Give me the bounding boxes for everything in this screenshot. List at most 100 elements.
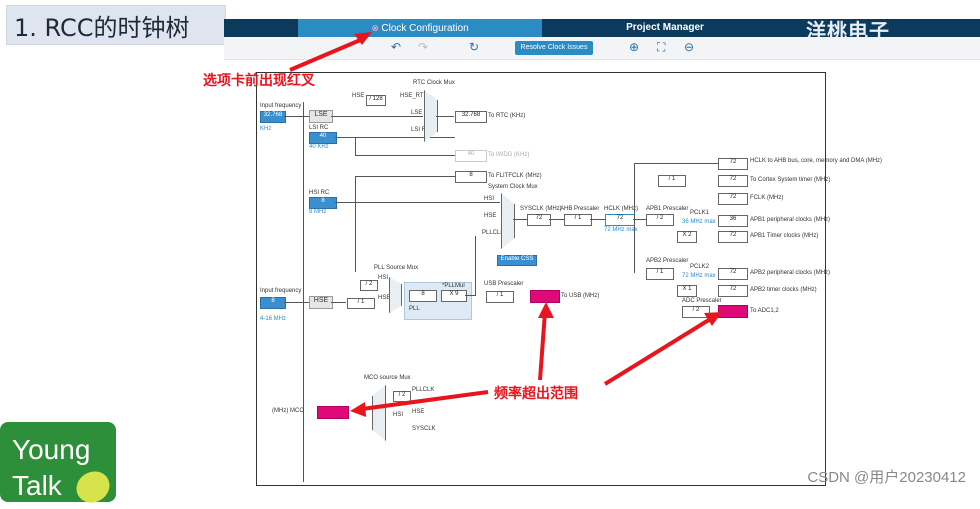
- ahb-prescaler-select[interactable]: / 1: [564, 214, 592, 226]
- logo-line2: Talk: [12, 470, 62, 501]
- pll-hse-label: HSE: [378, 295, 391, 301]
- apb2-prescaler-select[interactable]: / 1: [646, 268, 674, 280]
- zoom-in-icon[interactable]: ⊕: [629, 40, 640, 54]
- enable-css-button[interactable]: Enable CSS: [497, 255, 537, 266]
- tab-project-manager[interactable]: Project Manager: [626, 22, 704, 33]
- usb-arrow-head: [538, 302, 554, 318]
- slide-title-box: [6, 5, 226, 45]
- apb2-prescaler-label: APB2 Prescaler: [646, 258, 689, 264]
- lse-input-field[interactable]: 32.768: [260, 111, 286, 123]
- sysclk-value: 72: [527, 214, 551, 226]
- hclk-max-label: 72 MHz max: [604, 227, 638, 233]
- pclk1-max-label: 36 MHz max: [682, 219, 716, 225]
- lsi-rc-label: LSI RC: [309, 125, 329, 131]
- wire: [465, 295, 475, 296]
- wire: [590, 219, 605, 220]
- pll-label: PLL: [409, 306, 420, 312]
- pllmul-select[interactable]: X 9: [441, 290, 467, 302]
- leaf-icon: [70, 465, 116, 509]
- wire: [335, 137, 455, 138]
- hse-input-freq-label: Input frequency: [260, 288, 302, 294]
- wire: [475, 236, 476, 296]
- redo-icon[interactable]: ↷: [418, 40, 429, 54]
- wire: [284, 302, 309, 303]
- refresh-icon[interactable]: ↻: [469, 40, 480, 54]
- adc-prescaler-label: ADC Prescaler: [682, 298, 722, 304]
- mco-output-error: [317, 406, 349, 419]
- apb1-timer-output: 72: [718, 231, 748, 243]
- hclk-label: HCLK (MHz): [604, 206, 638, 212]
- wire: [355, 176, 455, 177]
- wire: [355, 137, 356, 155]
- apb2-peripheral-output: 72: [718, 268, 748, 280]
- hse-rtc-label: HSE_RTC: [400, 93, 428, 99]
- ahb-prescaler-label: AHB Prescaler: [560, 206, 600, 212]
- tab-clock-configuration[interactable]: ⊗ Clock Configuration: [298, 19, 542, 37]
- sys-mux-label: System Clock Mux: [488, 184, 538, 190]
- undo-icon[interactable]: ↶: [391, 40, 402, 54]
- usb-prescaler-select[interactable]: / 1: [486, 291, 514, 303]
- hse-prediv-select[interactable]: / 1: [347, 298, 375, 309]
- mco-hsi-label: HSI: [393, 412, 404, 418]
- pll-input-value: 8: [409, 290, 437, 302]
- tab-clock-label: Clock Configuration: [381, 23, 469, 34]
- hsi-rc-label: HSI RC: [309, 190, 330, 196]
- apb1-peripheral-output: 36: [718, 215, 748, 227]
- mco-hse-label: HSE: [412, 409, 425, 415]
- csdn-watermark: CSDN @用户20230412: [807, 469, 966, 486]
- hclk-value[interactable]: 72: [605, 214, 635, 226]
- toolbar: [224, 37, 980, 60]
- apb2-timer-label: APB2 timer clocks (MHz): [750, 287, 817, 293]
- usb-output-error: [530, 290, 560, 303]
- tab-arrow: [289, 36, 366, 72]
- sys-pllclk-label: PLLCLK: [482, 230, 505, 236]
- mco-pll-div: / 2: [393, 391, 411, 402]
- hsi-div2: / 2: [360, 280, 378, 291]
- rtc-mux-label: RTC Clock Mux: [413, 80, 455, 86]
- pll-src-label: PLL Source Mux: [374, 265, 419, 271]
- flitf-value: 8: [455, 171, 487, 183]
- hse-input-field[interactable]: 8: [260, 297, 286, 309]
- adc-prescaler-select[interactable]: / 2: [682, 306, 710, 318]
- pclk1-label: PCLK1: [690, 210, 710, 216]
- fclk-label: FCLK (MHz): [750, 195, 784, 201]
- mco-pllclk-label: PLLCLK: [412, 387, 435, 393]
- mco-src-label: MCO source Mux: [364, 375, 411, 381]
- wire: [355, 155, 455, 156]
- apb1-prescaler-select[interactable]: / 2: [646, 214, 674, 226]
- fclk-output: 72: [718, 193, 748, 205]
- rtc-lse-label: LSE: [411, 110, 423, 116]
- pllmul-label: *PLLMul: [442, 283, 465, 289]
- rtc-output-value: 32.768: [455, 111, 487, 123]
- apb1-prescaler-label: APB1 Prescaler: [646, 206, 689, 212]
- mco-arrow: [361, 390, 489, 411]
- to-flitf-label: To FLITFCLK (MHz): [488, 173, 542, 179]
- rtc-hse-label: HSE: [352, 93, 365, 99]
- hse-unit: 4-16 MHz: [260, 316, 287, 322]
- sysclk-label: SYSCLK (MHz): [520, 206, 562, 212]
- apb2-peripheral-label: APB2 peripheral clocks (MHz): [750, 270, 831, 276]
- annotation-arrows: [289, 32, 722, 417]
- adc-output-error: [718, 305, 748, 318]
- fit-icon[interactable]: ⛶: [657, 40, 666, 54]
- wire: [284, 116, 309, 117]
- error-x-icon: ⊗: [371, 23, 382, 33]
- wire: [436, 116, 454, 117]
- apb2-timer-output: 72: [718, 285, 748, 297]
- adc-arrow: [603, 316, 714, 386]
- logo-line1: Young: [12, 434, 91, 465]
- apb1-peripheral-label: APB1 peripheral clocks (MHz): [750, 217, 831, 223]
- resolve-clock-issues-button[interactable]: Resolve Clock Issues: [515, 41, 593, 55]
- tab-error-annotation: 选项卡前出现红叉: [203, 73, 315, 89]
- wire: [331, 116, 423, 117]
- bus-line: [303, 102, 304, 482]
- freq-error-annotation: 频率超出范围: [494, 386, 578, 402]
- zoom-out-icon[interactable]: ⊖: [684, 40, 695, 54]
- lsi-value: 40: [309, 132, 337, 144]
- cortex-prescaler-select[interactable]: / 1: [658, 175, 686, 187]
- slide-title: 1. RCC的时钟树: [14, 14, 190, 42]
- usb-arrow: [538, 311, 547, 381]
- mco-sysclk-label: SYSCLK: [412, 426, 436, 432]
- wire: [634, 163, 718, 164]
- rtc-div128: / 128: [366, 95, 386, 106]
